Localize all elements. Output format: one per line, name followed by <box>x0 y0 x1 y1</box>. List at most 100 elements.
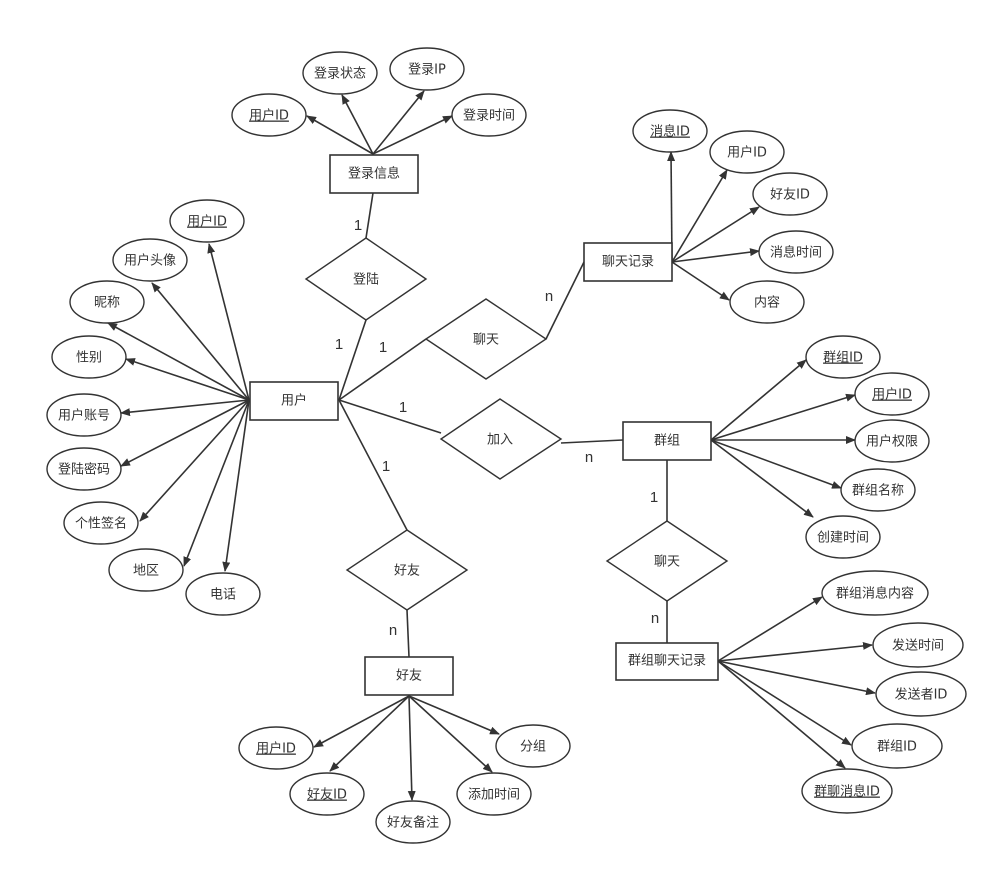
arrow-group-group-id <box>710 359 807 441</box>
arrow-friend-group <box>408 695 500 735</box>
entity-login-info-label: 登录信息 <box>348 166 400 182</box>
attr-group-created-label: 创建时间 <box>817 531 869 546</box>
arrow-chat-record-friend-id <box>671 206 760 263</box>
attr-group-created: 创建时间 <box>805 515 881 559</box>
arrow-login-info-user-id <box>306 115 374 155</box>
attr-gcr-group-id: 群组ID <box>851 723 943 769</box>
edge-user-friend-rel <box>338 399 408 531</box>
entity-friend: 好友 <box>364 656 454 696</box>
attr-gcr-send-time-label: 发送时间 <box>892 638 944 654</box>
arrow-gcr-group-id <box>717 660 852 746</box>
arrow-user-phone <box>222 399 250 572</box>
edge-user-join <box>338 399 442 434</box>
attr-friend-add-time: 添加时间 <box>456 772 532 816</box>
attr-login-info-status: 登录状态 <box>302 51 378 95</box>
cardinality-login-info-login: 1 <box>354 217 362 234</box>
arrow-user-user-id <box>207 243 250 401</box>
entity-friend-label: 好友 <box>396 668 422 684</box>
edge-friend-rel-friend <box>406 609 410 658</box>
arrow-login-info-ip <box>372 90 425 155</box>
relationship-login: 登陆 <box>304 237 428 321</box>
cardinality-group-group-chat: 1 <box>650 489 658 506</box>
arrow-user-gender <box>125 358 250 401</box>
cardinality-labels: 1 1 1 n 1 n 1 n 1 n <box>335 217 659 639</box>
relationship-friend: 好友 <box>345 529 469 611</box>
arrow-chat-record-user-id <box>671 169 728 263</box>
arrow-chat-record-time <box>671 248 760 263</box>
arrow-group-created <box>710 439 814 518</box>
attr-login-info-ip: 登录IP <box>389 47 465 91</box>
attr-login-info-status-label: 登录状态 <box>314 67 366 82</box>
relationship-join-label: 加入 <box>487 433 513 448</box>
attr-group-permission-label: 用户权限 <box>866 434 918 450</box>
attr-group-name: 群组名称 <box>840 468 916 512</box>
attr-user-signature-label: 个性签名 <box>75 516 127 532</box>
cardinality-user-join: 1 <box>399 399 407 416</box>
entity-login-info: 登录信息 <box>329 154 419 194</box>
attr-chat-record-friend-id-label: 好友ID <box>770 187 810 203</box>
attr-user-gender-label: 性别 <box>76 351 102 366</box>
attr-gcr-group-id-label: 群组ID <box>877 740 917 755</box>
attr-user-signature: 个性签名 <box>63 501 139 545</box>
cardinality-friend-friend: n <box>389 622 397 639</box>
attr-friend-user-id: 用户ID <box>238 726 314 770</box>
entity-chat-record: 聊天记录 <box>583 242 673 282</box>
attr-user-nickname-label: 昵称 <box>94 296 120 311</box>
attr-login-info-time-label: 登录时间 <box>463 109 515 124</box>
cardinality-user-login: 1 <box>335 336 343 353</box>
entity-group-chat-record: 群组聊天记录 <box>615 642 719 681</box>
attr-gcr-sender-id-label: 发送者ID <box>895 687 948 703</box>
arrow-chat-record-content <box>671 261 730 301</box>
attr-user-gender: 性别 <box>51 335 127 379</box>
attr-gcr-send-time: 发送时间 <box>872 622 964 668</box>
relationship-edges <box>338 192 668 658</box>
attr-friend-friend-id: 好友ID <box>289 772 365 816</box>
relationship-friend-label: 好友 <box>394 563 420 579</box>
edge-login-user <box>338 319 367 401</box>
arrow-gcr-send-time <box>717 641 873 662</box>
attr-login-info-user-id-label: 用户ID <box>249 108 289 124</box>
attr-group-group-id: 群组ID <box>805 335 881 379</box>
attr-chat-record-content: 内容 <box>729 280 805 324</box>
arrow-user-account <box>120 399 250 417</box>
attr-user-phone-label: 电话 <box>210 588 236 603</box>
attr-login-info-time: 登录时间 <box>451 93 527 137</box>
relationship-chat: 聊天 <box>424 298 548 380</box>
cardinality-user-friend: 1 <box>382 458 390 475</box>
relationship-group-chat-label: 聊天 <box>654 555 680 570</box>
attr-user-phone: 电话 <box>185 572 261 616</box>
relationship-group-chat: 聊天 <box>605 520 729 602</box>
arrow-user-nickname <box>107 322 250 401</box>
attr-gcr-content-label: 群组消息内容 <box>836 586 914 602</box>
entity-group-label: 群组 <box>654 434 680 449</box>
arrow-friend-remark <box>407 695 416 801</box>
attr-user-account-label: 用户账号 <box>58 408 110 424</box>
attr-login-info-user-id: 用户ID <box>231 93 307 137</box>
attr-gcr-sender-id: 发送者ID <box>875 671 967 717</box>
attr-user-password-label: 登陆密码 <box>58 462 110 478</box>
attr-friend-user-id-label: 用户ID <box>256 741 296 757</box>
attr-gcr-content: 群组消息内容 <box>821 570 929 616</box>
cardinality-user-chat: 1 <box>379 339 387 356</box>
attr-group-group-id-label: 群组ID <box>823 351 863 366</box>
arrow-user-signature <box>139 399 250 522</box>
attr-user-password: 登陆密码 <box>46 447 122 491</box>
entity-group-chat-record-label: 群组聊天记录 <box>628 654 706 669</box>
attr-group-permission: 用户权限 <box>854 419 930 463</box>
arrow-gcr-sender-id <box>717 660 876 696</box>
attr-login-info-ip-label: 登录IP <box>408 63 446 78</box>
attr-group-user-id: 用户ID <box>854 372 930 416</box>
attr-user-avatar: 用户头像 <box>112 238 188 282</box>
attr-friend-group: 分组 <box>495 724 571 768</box>
attr-friend-friend-id-label: 好友ID <box>307 787 347 803</box>
attr-chat-record-time-label: 消息时间 <box>770 245 822 261</box>
arrow-gcr-content <box>717 596 823 662</box>
attribute-arrows <box>107 90 876 801</box>
attr-friend-remark: 好友备注 <box>375 800 451 844</box>
entity-user: 用户 <box>249 381 339 421</box>
attr-chat-record-user-id: 用户ID <box>709 130 785 174</box>
edge-user-chat <box>338 338 427 401</box>
attr-friend-remark-label: 好友备注 <box>387 815 439 831</box>
attr-friend-group-label: 分组 <box>520 740 546 755</box>
